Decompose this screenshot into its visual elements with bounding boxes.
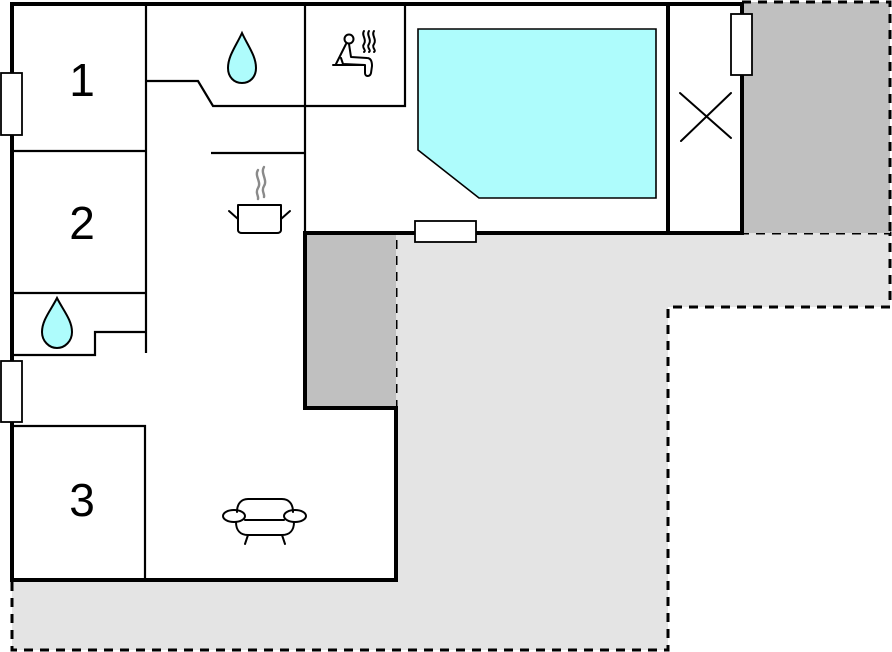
room-label-2: 2 <box>69 197 95 249</box>
room-label-3: 3 <box>69 474 95 526</box>
windows <box>0 13 753 423</box>
covered-terrace-middle <box>305 235 396 408</box>
window-bedroom-1 <box>0 72 23 136</box>
interior-walls <box>12 4 407 580</box>
window-pool-hall <box>414 220 477 243</box>
open-terrace <box>10 231 892 652</box>
covered-terrace-border <box>742 0 892 233</box>
sauna-icon <box>332 30 376 77</box>
water-drop-icon <box>40 295 74 350</box>
water-drop-icon <box>226 30 258 85</box>
living-sofa-icon <box>222 498 307 545</box>
covered-terrace-top-right <box>742 2 890 233</box>
room-label-1: 1 <box>69 54 95 106</box>
pool-icon <box>417 28 657 199</box>
kitchen-pot-icon <box>228 165 291 234</box>
void-cross-icon <box>679 92 732 142</box>
window-storage <box>730 13 753 76</box>
window-hall <box>0 360 23 423</box>
